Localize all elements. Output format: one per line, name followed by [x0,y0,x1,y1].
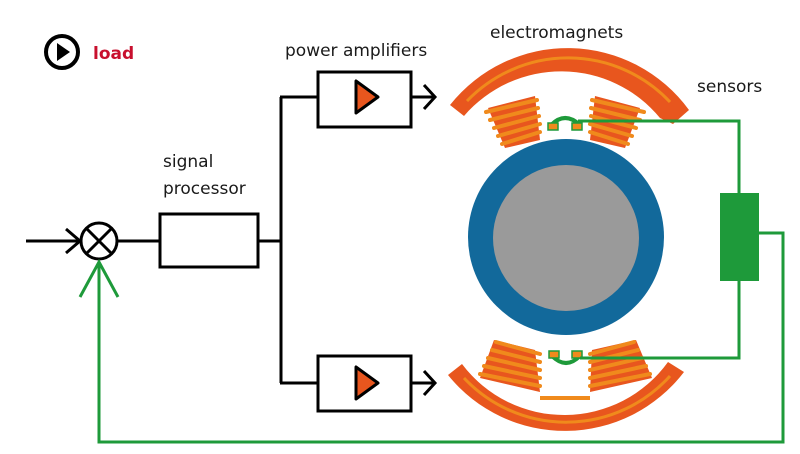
play-circle-icon [44,34,80,70]
load-button[interactable]: load [44,34,134,70]
feedback-wire [97,231,785,444]
feedback-arrowhead-icon [78,258,120,298]
sensor-head-bottom [548,350,583,365]
top-sensor-wire [578,119,741,194]
bottom-sensor-wire [580,280,741,360]
sensors-label: sensors [697,77,762,97]
processor-label: processor [163,179,246,199]
sensor-electronics-block [720,193,759,281]
power-amplifier-bottom [316,354,438,413]
power-amplifiers-label: power amplifiers [285,41,427,61]
electromagnets-label: electromagnets [490,23,623,43]
electromagnet-top [450,48,689,148]
electromagnet-bottom [448,340,684,431]
arrowhead-icon [422,83,438,111]
arrowhead-icon [422,369,438,397]
rotor-core [493,165,639,311]
signal-label: signal [163,152,213,172]
sensor-head-top [547,116,583,131]
coil-left [484,98,542,146]
coil-left [478,340,542,388]
power-amplifier-top [316,70,438,129]
coil-right [588,340,652,388]
summing-junction [79,221,119,261]
play-triangle-icon [57,43,70,61]
amplifier-triangle-icon [354,365,380,401]
amplifier-triangle-icon [354,79,380,115]
signal-processor-block [158,212,260,269]
load-label: load [93,44,134,64]
